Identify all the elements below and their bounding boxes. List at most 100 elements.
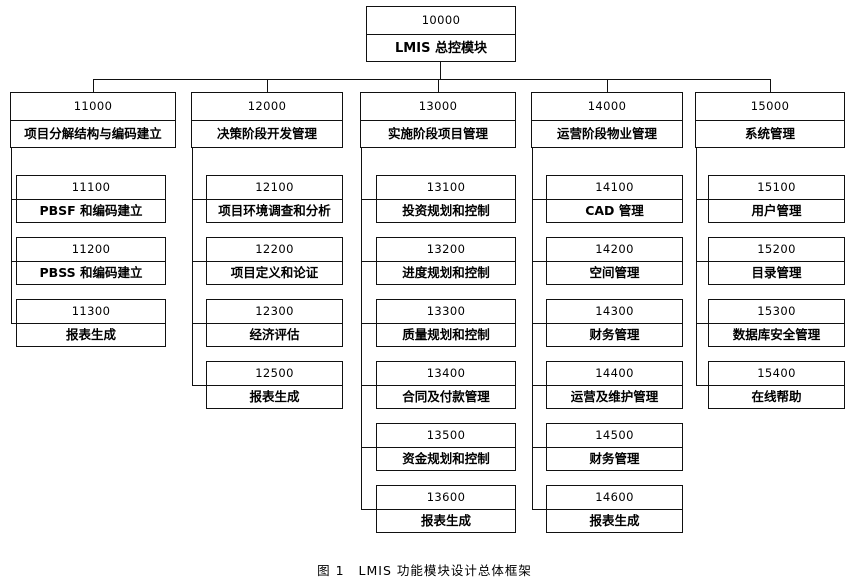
node-11100-title: PBSF 和编码建立 — [39, 203, 143, 219]
node-14100-code: 14100 — [547, 176, 682, 200]
node-11000-code: 11000 — [11, 93, 175, 121]
connector-bus-drop-5 — [770, 79, 772, 92]
node-13100-code: 13100 — [377, 176, 515, 200]
connector-spine-1 — [11, 148, 13, 323]
node-12300[interactable]: 12300 经济评估 — [206, 299, 343, 347]
connector-bus-drop-4 — [607, 79, 609, 92]
node-14500[interactable]: 14500 财务管理 — [546, 423, 683, 471]
connector-stub-3-4 — [361, 385, 376, 387]
node-14000-code: 14000 — [532, 93, 682, 121]
node-13500-title: 资金规划和控制 — [402, 451, 490, 467]
caption-number: 图 1 — [317, 563, 345, 578]
node-15200-title: 目录管理 — [751, 265, 802, 281]
node-11000[interactable]: 11000 项目分解结构与编码建立 — [10, 92, 176, 148]
node-root-title: LMIS 总控模块 — [395, 41, 487, 56]
node-14500-code: 14500 — [547, 424, 682, 448]
node-15400-title: 在线帮助 — [751, 389, 802, 405]
node-15400-code: 15400 — [709, 362, 844, 386]
connector-stub-2-2 — [192, 261, 206, 263]
node-14000-title: 运营阶段物业管理 — [556, 126, 657, 142]
figure-caption: 图 1 LMIS 功能模块设计总体框架 — [0, 560, 849, 579]
node-14400-code: 14400 — [547, 362, 682, 386]
node-11000-title: 项目分解结构与编码建立 — [24, 126, 162, 142]
node-13000-code: 13000 — [361, 93, 515, 121]
node-12200[interactable]: 12200 项目定义和论证 — [206, 237, 343, 285]
connector-bus-drop-2 — [267, 79, 269, 92]
connector-stub-3-3 — [361, 323, 376, 325]
node-15300[interactable]: 15300 数据库安全管理 — [708, 299, 845, 347]
node-root[interactable]: 10000 LMIS 总控模块 — [366, 6, 516, 62]
connector-stub-4-1 — [532, 199, 546, 201]
node-13100[interactable]: 13100 投资规划和控制 — [376, 175, 516, 223]
node-12500-code: 12500 — [207, 362, 342, 386]
node-14600-code: 14600 — [547, 486, 682, 510]
node-14300-title: 财务管理 — [589, 327, 640, 343]
node-11300-code: 11300 — [17, 300, 165, 324]
node-13000[interactable]: 13000 实施阶段项目管理 — [360, 92, 516, 148]
node-13300-title: 质量规划和控制 — [402, 327, 490, 343]
node-13600-code: 13600 — [377, 486, 515, 510]
node-14500-title: 财务管理 — [589, 451, 640, 467]
connector-stub-1-1 — [11, 199, 16, 201]
connector-stub-3-5 — [361, 447, 376, 449]
node-13300[interactable]: 13300 质量规划和控制 — [376, 299, 516, 347]
connector-stub-5-3 — [696, 323, 708, 325]
connector-stub-2-3 — [192, 323, 206, 325]
node-15100-title: 用户管理 — [751, 203, 802, 219]
connector-stub-5-4 — [696, 385, 708, 387]
node-12300-code: 12300 — [207, 300, 342, 324]
node-14300[interactable]: 14300 财务管理 — [546, 299, 683, 347]
node-12300-title: 经济评估 — [249, 327, 300, 343]
connector-stub-3-1 — [361, 199, 376, 201]
connector-bus-drop-3 — [438, 79, 440, 92]
node-root-code: 10000 — [367, 7, 515, 35]
node-14000[interactable]: 14000 运营阶段物业管理 — [531, 92, 683, 148]
connector-stub-3-6 — [361, 509, 376, 511]
node-13200-code: 13200 — [377, 238, 515, 262]
node-14300-code: 14300 — [547, 300, 682, 324]
node-13500-code: 13500 — [377, 424, 515, 448]
connector-stub-1-2 — [11, 261, 16, 263]
caption-text: LMIS 功能模块设计总体框架 — [358, 563, 532, 578]
node-13000-title: 实施阶段项目管理 — [387, 126, 488, 142]
connector-stub-2-1 — [192, 199, 206, 201]
node-13400-title: 合同及付款管理 — [402, 389, 490, 405]
node-13100-title: 投资规划和控制 — [402, 203, 490, 219]
connector-stub-4-2 — [532, 261, 546, 263]
connector-stub-5-2 — [696, 261, 708, 263]
node-12100-code: 12100 — [207, 176, 342, 200]
node-15400[interactable]: 15400 在线帮助 — [708, 361, 845, 409]
node-13500[interactable]: 13500 资金规划和控制 — [376, 423, 516, 471]
connector-stub-5-1 — [696, 199, 708, 201]
connector-root-stem — [440, 62, 442, 79]
node-14200-title: 空间管理 — [589, 265, 640, 281]
node-11100-code: 11100 — [17, 176, 165, 200]
node-13300-code: 13300 — [377, 300, 515, 324]
node-12200-title: 项目定义和论证 — [230, 265, 319, 281]
connector-spine-2 — [192, 148, 194, 385]
connector-stub-4-5 — [532, 447, 546, 449]
node-12000-code: 12000 — [192, 93, 342, 121]
node-15300-title: 数据库安全管理 — [732, 327, 821, 343]
node-12200-code: 12200 — [207, 238, 342, 262]
connector-stub-4-4 — [532, 385, 546, 387]
node-15000-code: 15000 — [696, 93, 844, 121]
node-15300-code: 15300 — [709, 300, 844, 324]
